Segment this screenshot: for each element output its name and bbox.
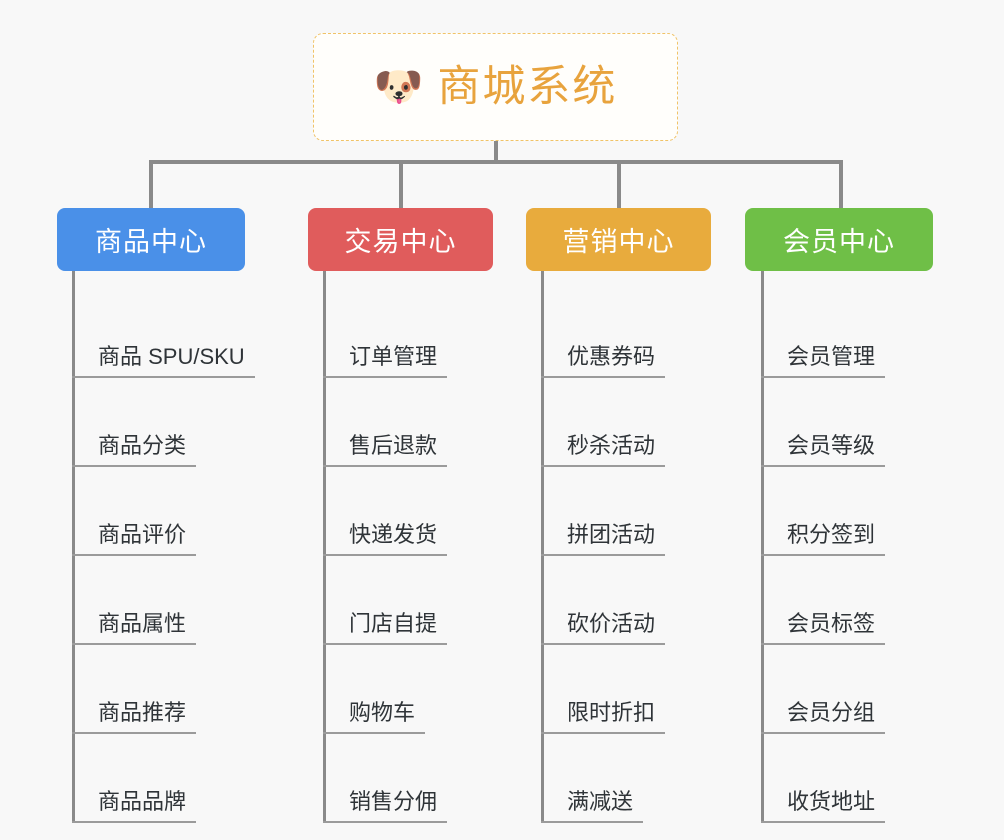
leaf-item[interactable]: 订单管理 xyxy=(323,289,448,378)
leaf-item[interactable]: 会员管理 xyxy=(761,289,886,378)
leaf-item[interactable]: 满减送 xyxy=(541,734,644,823)
root-title: 商城系统 xyxy=(437,62,618,111)
leaf-item[interactable]: 商品分类 xyxy=(72,378,197,467)
branch-header-3[interactable]: 营销中心 xyxy=(526,208,711,271)
branch-header-1[interactable]: 商品中心 xyxy=(57,208,245,271)
leaf-item[interactable]: 秒杀活动 xyxy=(541,378,666,467)
branch-bus-connector xyxy=(149,160,841,164)
leaf-item[interactable]: 销售分佣 xyxy=(323,734,448,823)
leaf-item[interactable]: 商品推荐 xyxy=(72,645,197,734)
leaf-item-label: 积分签到 xyxy=(761,522,886,556)
branch-spine-connector xyxy=(323,271,326,823)
leaf-item[interactable]: 优惠券码 xyxy=(541,289,666,378)
leaf-item-label: 会员分组 xyxy=(761,700,886,734)
root-node-card[interactable]: 🐶 商城系统 xyxy=(313,33,678,141)
branch-spine-connector xyxy=(541,271,544,823)
branch-drop-connector xyxy=(149,160,153,210)
leaf-item[interactable]: 商品属性 xyxy=(72,556,197,645)
leaf-item[interactable]: 商品评价 xyxy=(72,467,197,556)
leaf-item-label: 商品 SPU/SKU xyxy=(72,344,255,378)
leaf-item-label: 满减送 xyxy=(541,789,644,823)
branch-header-label: 营销中心 xyxy=(562,227,675,257)
dog-face-icon: 🐶 xyxy=(373,65,424,109)
leaf-item-label: 秒杀活动 xyxy=(541,433,666,467)
branch-drop-connector xyxy=(399,160,403,210)
branch-spine-connector xyxy=(761,271,764,823)
branch-header-label: 交易中心 xyxy=(344,227,457,257)
leaf-item-label: 门店自提 xyxy=(323,611,448,645)
leaf-item[interactable]: 限时折扣 xyxy=(541,645,666,734)
leaf-item-label: 商品品牌 xyxy=(72,789,197,823)
leaf-item-label: 销售分佣 xyxy=(323,789,448,823)
leaf-item[interactable]: 会员标签 xyxy=(761,556,886,645)
leaf-item-label: 会员标签 xyxy=(761,611,886,645)
leaf-item-label: 商品评价 xyxy=(72,522,197,556)
leaf-item-label: 砍价活动 xyxy=(541,611,666,645)
leaf-item-label: 售后退款 xyxy=(323,433,448,467)
leaf-item[interactable]: 售后退款 xyxy=(323,378,448,467)
leaf-item[interactable]: 商品品牌 xyxy=(72,734,197,823)
leaf-item-label: 会员等级 xyxy=(761,433,886,467)
leaf-item-label: 拼团活动 xyxy=(541,522,666,556)
leaf-item-label: 订单管理 xyxy=(323,344,448,378)
branch-header-label: 会员中心 xyxy=(783,227,895,257)
leaf-item[interactable]: 积分签到 xyxy=(761,467,886,556)
leaf-item-label: 收货地址 xyxy=(761,789,886,823)
branch-drop-connector xyxy=(839,160,843,210)
leaf-item-label: 限时折扣 xyxy=(541,700,666,734)
root-stem-connector xyxy=(494,141,498,163)
leaf-item[interactable]: 商品 SPU/SKU xyxy=(72,289,255,378)
leaf-item-label: 购物车 xyxy=(323,700,426,734)
leaf-item[interactable]: 门店自提 xyxy=(323,556,448,645)
leaf-item[interactable]: 收货地址 xyxy=(761,734,886,823)
leaf-item[interactable]: 购物车 xyxy=(323,645,426,734)
leaf-item-label: 商品推荐 xyxy=(72,700,197,734)
branch-header-4[interactable]: 会员中心 xyxy=(745,208,933,271)
branch-spine-connector xyxy=(72,271,75,823)
branch-header-2[interactable]: 交易中心 xyxy=(308,208,493,271)
leaf-item[interactable]: 会员分组 xyxy=(761,645,886,734)
leaf-item-label: 快递发货 xyxy=(323,522,448,556)
leaf-item[interactable]: 拼团活动 xyxy=(541,467,666,556)
branch-drop-connector xyxy=(617,160,621,210)
leaf-item[interactable]: 快递发货 xyxy=(323,467,448,556)
branch-header-label: 商品中心 xyxy=(95,227,207,257)
leaf-item-label: 商品属性 xyxy=(72,611,197,645)
leaf-item[interactable]: 会员等级 xyxy=(761,378,886,467)
leaf-item[interactable]: 砍价活动 xyxy=(541,556,666,645)
leaf-item-label: 优惠券码 xyxy=(541,344,666,378)
leaf-item-label: 会员管理 xyxy=(761,344,886,378)
leaf-item-label: 商品分类 xyxy=(72,433,197,467)
